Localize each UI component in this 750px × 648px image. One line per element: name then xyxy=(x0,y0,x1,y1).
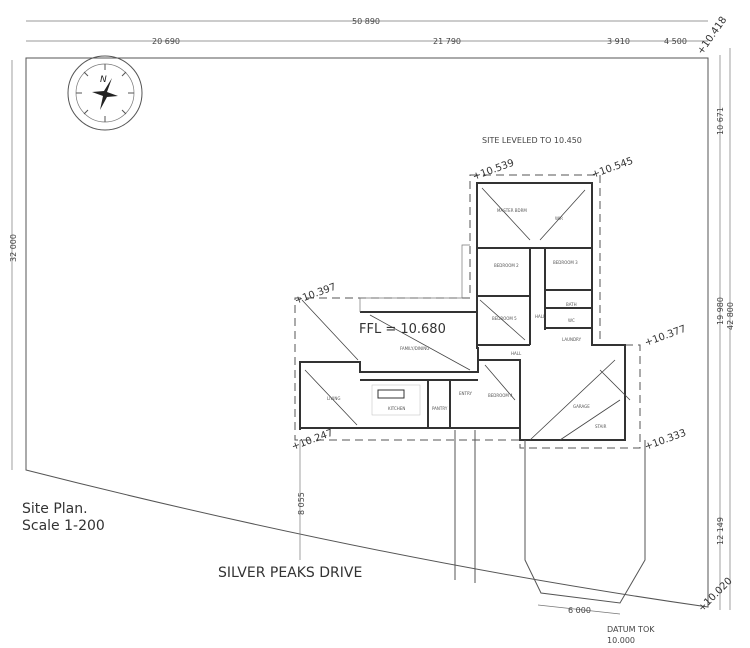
level-master-right: +10.545 xyxy=(590,156,635,181)
room-living: LIVING xyxy=(327,396,340,401)
plan-title: Site Plan. xyxy=(22,501,88,517)
room-master: MASTER BDRM xyxy=(497,208,527,213)
room-wc: WC xyxy=(568,318,575,323)
room-hall-2: HALL xyxy=(511,351,522,356)
right-dim-3: 12 149 xyxy=(716,517,725,545)
segment-dim-4: 4 500 xyxy=(664,37,687,46)
segment-dim-1: 20 690 xyxy=(152,37,180,46)
segment-dim-2: 21 790 xyxy=(433,37,461,46)
driveway xyxy=(454,430,646,604)
street-name: SILVER PEAKS DRIVE xyxy=(218,565,362,581)
right-dim-2: 19 980 xyxy=(716,297,725,325)
room-garage: GARAGE xyxy=(573,404,590,409)
room-laundry: LAUNDRY xyxy=(562,337,582,342)
level-garage-top: +10.377 xyxy=(643,324,688,349)
level-master-left: +10.539 xyxy=(471,158,516,183)
compass-rose-icon: N xyxy=(67,55,143,131)
house-floor-plan xyxy=(294,174,641,449)
room-labels: MASTER BDRM WIR BEDROOM 2 BEDROOM 3 BATH… xyxy=(327,208,607,429)
room-bed5: BEDROOM 5 xyxy=(492,316,517,321)
segment-dim-3: 3 910 xyxy=(607,37,630,46)
room-pantry: PANTRY xyxy=(432,406,448,411)
site-boundary xyxy=(25,57,709,608)
level-bottom-right: +10.020 xyxy=(696,576,734,614)
room-bed2: BEDROOM 2 xyxy=(494,263,519,268)
level-family-corner: +10.397 xyxy=(293,282,338,307)
datum-label: DATUM TOK xyxy=(607,625,655,634)
ffl-label: FFL = 10.680 xyxy=(359,322,446,337)
room-bed4: BEDROOM 4 xyxy=(488,393,513,398)
site-level-note: SITE LEVELED TO 10.450 xyxy=(482,136,582,145)
right-overall-dim: 42 800 xyxy=(726,302,735,330)
setback-dim: 8 055 xyxy=(297,492,306,515)
top-dimensions: 50 890 20 690 21 790 3 910 4 500 xyxy=(26,17,708,46)
north-label: N xyxy=(100,75,107,85)
right-dim-1: 10 671 xyxy=(716,107,725,135)
level-garage-bottom: +10.333 xyxy=(643,428,688,453)
overall-width-dim: 50 890 xyxy=(352,17,380,26)
plan-scale: Scale 1-200 xyxy=(22,518,105,534)
left-depth-dim: 32 000 xyxy=(9,234,18,262)
room-wir: WIR xyxy=(555,216,563,221)
right-dimensions: 10 671 19 980 12 149 42 800 xyxy=(716,48,735,610)
room-kitchen: KITCHEN xyxy=(388,406,405,411)
room-family: FAMILY/DINING xyxy=(400,346,429,351)
room-entry: ENTRY xyxy=(459,391,472,396)
level-living-corner: +10.247 xyxy=(290,428,335,453)
datum-value: 10.000 xyxy=(607,636,635,645)
room-hall-1: HALL xyxy=(535,314,546,319)
room-bed3: BEDROOM 3 xyxy=(553,260,578,265)
driveway-width-dim: 6 000 xyxy=(568,606,591,615)
room-stair: STAIR xyxy=(595,424,607,429)
room-bath: BATH xyxy=(566,302,577,307)
